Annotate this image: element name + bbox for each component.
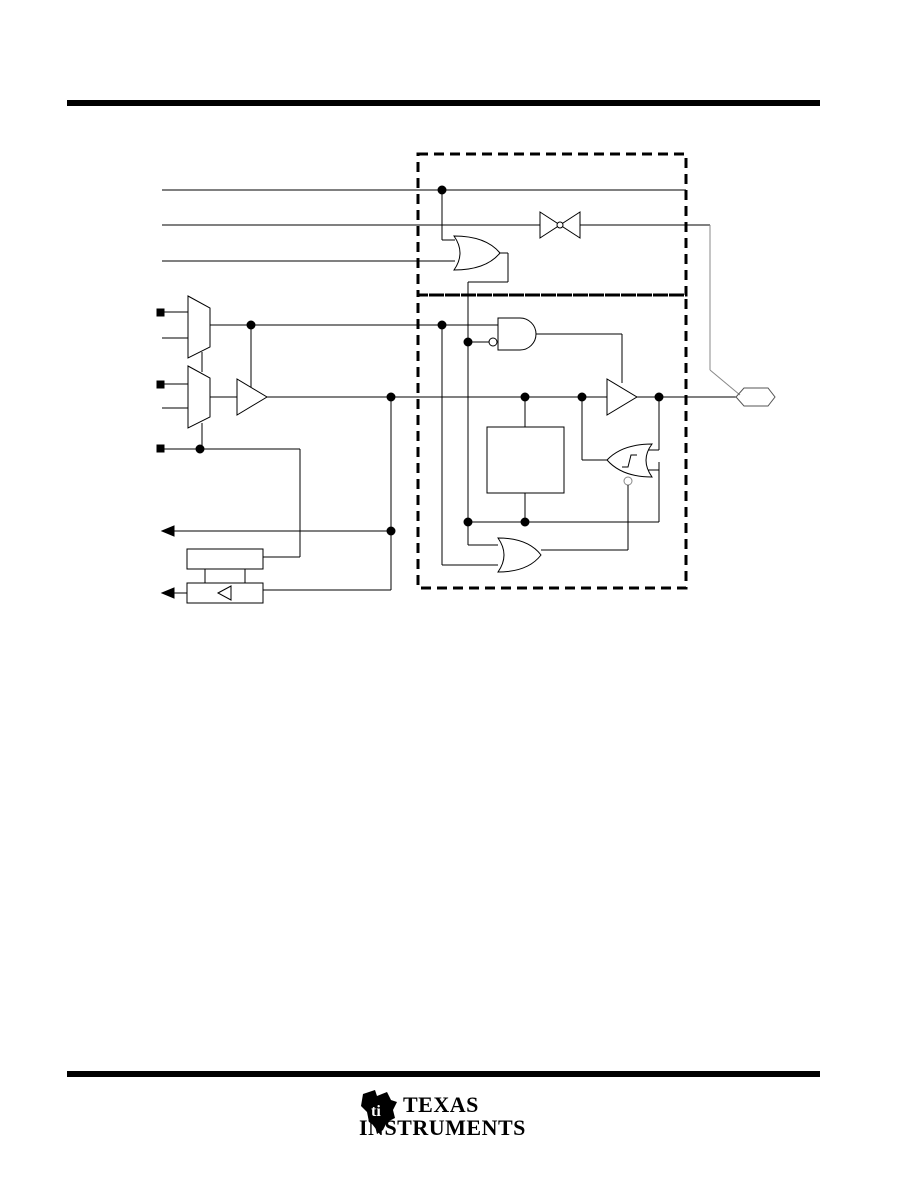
junction-dot bbox=[195, 444, 205, 454]
mux-lower bbox=[187, 365, 211, 429]
schmitt-or-gate bbox=[606, 443, 653, 478]
input-buffer bbox=[236, 378, 268, 416]
circuit-schematic bbox=[156, 152, 776, 604]
inversion-bubble bbox=[623, 476, 633, 486]
svg-text:ti: ti bbox=[371, 1103, 381, 1120]
ti-logo: ti TEXAS INSTRUMENTS bbox=[357, 1086, 527, 1146]
junction-dot bbox=[520, 517, 530, 527]
footer-rule bbox=[67, 1071, 820, 1077]
transmission-gate bbox=[539, 211, 581, 239]
io-pad bbox=[735, 387, 776, 407]
terminal-square bbox=[156, 380, 165, 389]
inversion-bubble bbox=[488, 337, 498, 347]
ti-state-icon: ti bbox=[361, 1090, 397, 1134]
arrow-left-icon bbox=[160, 587, 175, 599]
arrow-left-icon bbox=[160, 525, 175, 537]
output-buffer bbox=[606, 378, 638, 416]
mux-upper bbox=[187, 295, 211, 359]
latch-block-top bbox=[186, 548, 264, 570]
terminal-square bbox=[156, 308, 165, 317]
logo-line-instruments: INSTRUMENTS bbox=[359, 1115, 526, 1140]
or-gate-lower bbox=[497, 537, 542, 573]
latch-inner-triangle bbox=[216, 585, 232, 601]
hysteresis-icon bbox=[622, 454, 637, 468]
lower-dashed-block bbox=[416, 293, 688, 590]
internal-block bbox=[486, 426, 565, 494]
or-gate-upper bbox=[453, 235, 501, 271]
logo-line-texas: TEXAS bbox=[403, 1092, 479, 1117]
and-gate bbox=[497, 317, 537, 351]
latch-block-bottom bbox=[186, 582, 264, 604]
header-rule bbox=[67, 100, 820, 106]
